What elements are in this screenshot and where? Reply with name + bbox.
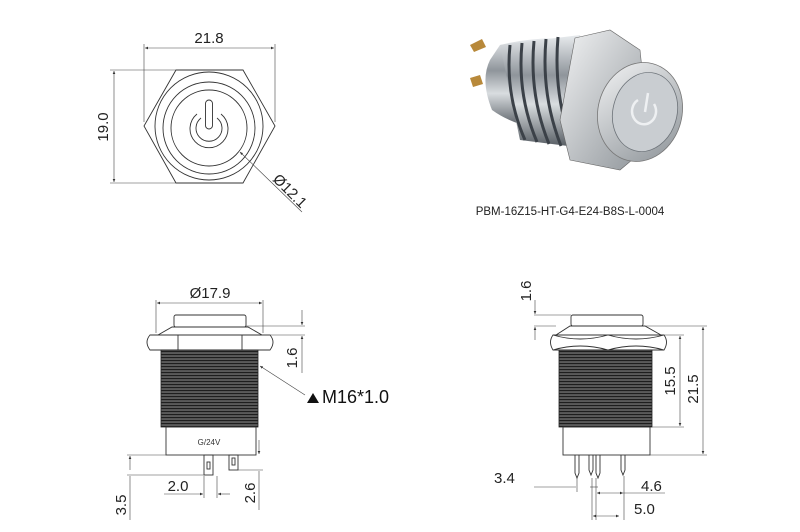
height-label: 19.0 [95,112,112,141]
nut [146,334,274,351]
button-cap [173,314,247,328]
power-icon [189,99,229,149]
thread [558,349,653,428]
total-length-label: 21.5 [685,374,702,403]
head-height-label: 1.6 [518,281,535,302]
thread-length-label: 15.5 [662,366,679,395]
side-view-left: G/24V Ø17.9 1.6 M16*1.0 3.5 2.0 [113,285,389,520]
thread [160,349,259,428]
thread-label: M16*1.0 [322,387,389,407]
nut [550,334,667,351]
side-view-right: 1.6 15.5 21.5 3.4 4.6 5.0 [494,281,707,520]
pin-gap-a-label: 3.4 [494,470,515,487]
button-ring [170,89,248,167]
power-icon [630,92,658,126]
hex-nut-outline [143,69,276,184]
pins [574,455,626,480]
body-marking: G/24V [198,438,221,447]
pin-gap-b-label: 4.6 [641,478,662,495]
product-photo: PBM-16Z15-HT-G4-E24-B8S-L-0004 [470,29,683,218]
terminal-tab [470,39,486,52]
outer-ring [154,71,264,181]
triangle-marker [307,393,319,403]
pin [228,454,239,471]
front-view: 21.8 19.0 Ø12.1 [95,30,310,213]
pin-spacing-label: 2.0 [168,478,189,495]
width-label: 21.8 [194,30,223,47]
head-height-label: 1.6 [284,348,301,369]
diameter-label: Ø17.9 [190,285,231,302]
pin [203,454,214,476]
body [562,426,651,456]
pin-gap-c-label: 5.0 [634,501,655,518]
pin-length-label: 3.5 [113,495,130,516]
button-cap [570,314,644,327]
product-caption: PBM-16Z15-HT-G4-E24-B8S-L-0004 [476,206,665,218]
middle-ring [162,81,256,175]
diameter-label: Ø12.1 [269,171,310,212]
pin-offset-label: 2.6 [242,483,259,504]
diameter-leader [239,151,303,213]
